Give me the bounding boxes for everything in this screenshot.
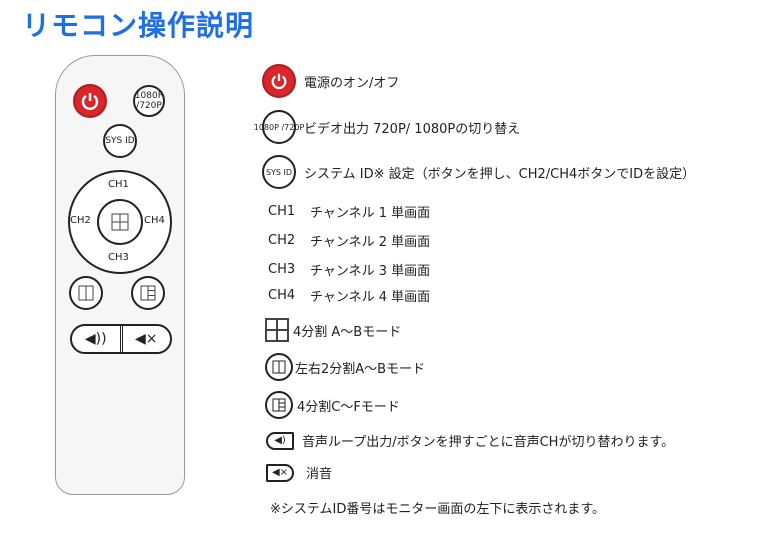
split-button[interactable] — [69, 276, 103, 310]
note: ※システムID番号はモニター画面の左下に表示されます。 — [270, 502, 606, 517]
legend-text: 4分割 A～Bモード — [293, 324, 402, 340]
ch2-button[interactable]: CH2 — [70, 215, 91, 226]
sysid-button[interactable]: SYS ID — [103, 124, 137, 158]
legend-ch4: CH4 チャンネル 4 単画面 — [268, 286, 430, 305]
quad-cf-icon — [140, 285, 156, 301]
legend-sysid: SYS ID システム ID※ 設定（ボタンを押し、CH2/CH4ボタンでIDを… — [262, 155, 695, 189]
resolution-button[interactable]: 1080P /720P — [133, 85, 165, 117]
legend-text: 左右2分割A～Bモード — [295, 361, 426, 377]
speaker-icon: ◀)) — [84, 331, 107, 347]
page-title: リモコン操作説明 — [22, 9, 255, 42]
legend-resolution: 1080P /720P ビデオ出力 720P/ 1080Pの切り替え — [254, 110, 521, 144]
mute-icon: ◀× — [135, 331, 158, 347]
legend-mute: ◀× 消音 — [266, 463, 332, 482]
ch1-button[interactable]: CH1 — [108, 179, 129, 190]
power-icon — [262, 64, 296, 98]
legend-quad: 4分割 A～Bモード — [265, 318, 401, 342]
sysid-icon: SYS ID — [262, 155, 296, 189]
legend-text: チャンネル 4 単画面 — [310, 290, 431, 305]
mute-icon: ◀× — [266, 463, 294, 482]
legend-text: 消音 — [306, 467, 333, 482]
legend-text: システム ID※ 設定（ボタンを押し、CH2/CH4ボタンでIDを設定） — [304, 166, 696, 182]
audio-pill: ◀)) ◀× — [70, 324, 172, 354]
ch4-button[interactable]: CH4 — [144, 215, 165, 226]
legend-power: 電源のオン/オフ — [262, 64, 399, 98]
quad-icon — [265, 318, 289, 342]
quad-button[interactable] — [97, 199, 143, 245]
ch3-button[interactable]: CH3 — [108, 252, 129, 263]
channel-label: CH4 — [268, 288, 296, 303]
legend-audio: ◀) 音声ループ出力/ボタンを押すごとに音声CHが切り替わります。 — [266, 431, 674, 450]
remote-control: 1080P /720P SYS ID CH1 CH2 CH4 CH3 ◀)) ◀… — [55, 55, 185, 495]
legend-text: チャンネル 2 単画面 — [310, 235, 431, 250]
legend-text: 音声ループ出力/ボタンを押すごとに音声CHが切り替わります。 — [302, 435, 675, 450]
split-icon — [265, 353, 293, 381]
quad-cf-icon — [265, 391, 293, 419]
legend-text: ビデオ出力 720P/ 1080Pの切り替え — [304, 121, 521, 137]
channel-label: CH3 — [268, 262, 296, 277]
power-icon — [81, 93, 99, 110]
legend-text: チャンネル 1 単画面 — [310, 206, 431, 221]
legend-ch2: CH2 チャンネル 2 単画面 — [268, 231, 430, 250]
power-button[interactable] — [73, 84, 107, 118]
legend-text: チャンネル 3 単画面 — [310, 264, 431, 279]
legend-text: 4分割C～Fモード — [297, 399, 400, 415]
legend-text: 電源のオン/オフ — [304, 75, 400, 91]
audio-button[interactable]: ◀)) — [72, 326, 123, 352]
legend-ch1: CH1 チャンネル 1 単画面 — [268, 202, 430, 221]
mute-button[interactable]: ◀× — [123, 326, 171, 352]
quad-cf-button[interactable] — [131, 276, 165, 310]
channel-label: CH2 — [268, 233, 296, 248]
channel-label: CH1 — [268, 204, 296, 219]
split-icon — [78, 285, 94, 301]
quad-icon — [111, 213, 129, 231]
legend-split: 左右2分割A～Bモード — [265, 353, 425, 381]
legend-quad-cf: 4分割C～Fモード — [265, 391, 400, 419]
speaker-icon: ◀) — [266, 431, 294, 450]
legend-ch3: CH3 チャンネル 3 単画面 — [268, 260, 430, 279]
resolution-icon: 1080P /720P — [254, 110, 304, 144]
